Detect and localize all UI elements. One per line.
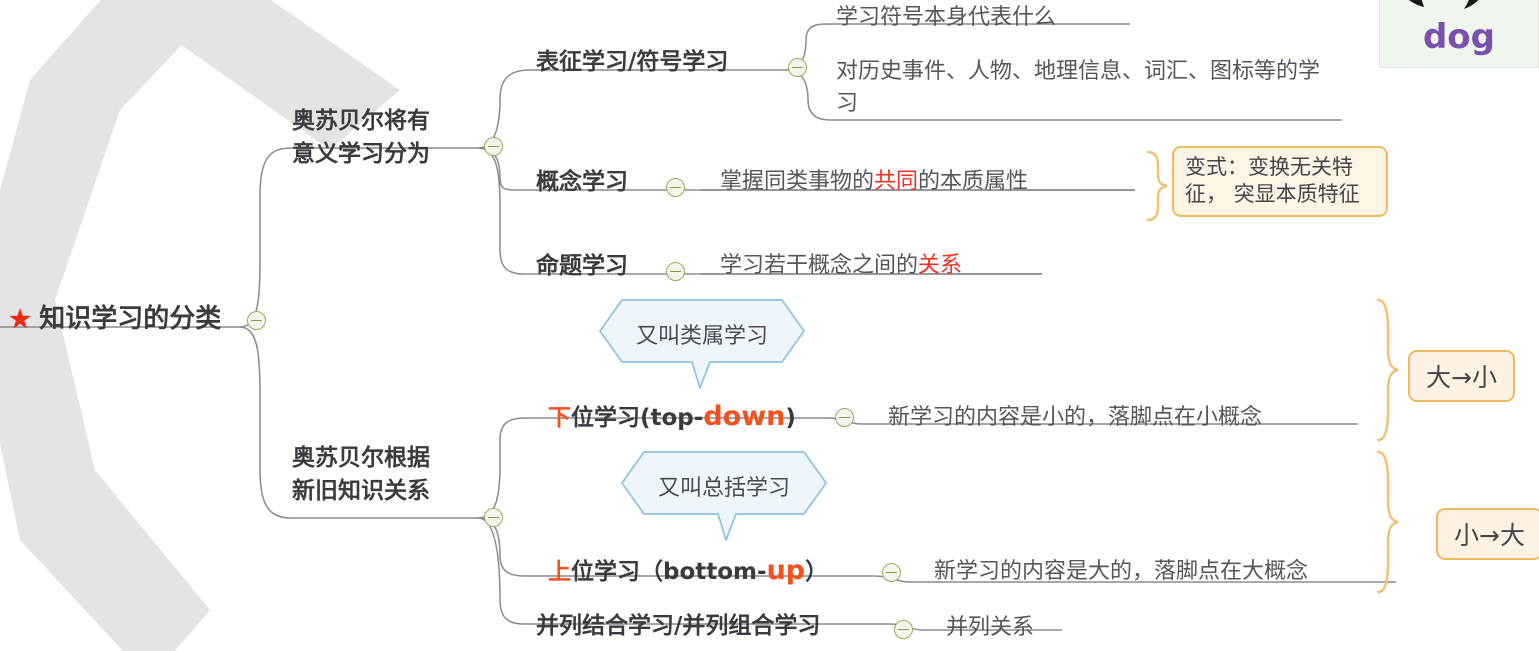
dog-image-word: dog [1422,17,1496,57]
topic-concept-label[interactable]: 概念学习 [536,169,628,195]
dog-image-card[interactable]: dog [1379,0,1539,68]
detail-combinatorial[interactable]: 并列关系 [946,615,1035,640]
detail-concept-pre: 掌握同类事物的 [720,169,875,194]
topic-subordinate-en-big: down [703,401,786,432]
topic-proposition-toggle[interactable] [666,262,685,281]
callout-variation-line1: 变式：变换无关特征， [1185,155,1353,207]
bubble-subordinate-alias[interactable]: 又叫类属学习 [592,298,812,390]
detail-superordinate[interactable]: 新学习的内容是大的，落脚点在大概念 [934,559,1309,584]
branch-2-collapse-toggle[interactable] [484,508,503,527]
topic-proposition-label[interactable]: 命题学习 [536,253,628,279]
topic-concept-toggle[interactable] [666,178,685,197]
topic-subordinate-hl: 下 [548,405,571,431]
topic-superordinate-en-close: ） [805,559,829,585]
branch-label-2-line2: 新旧知识关系 [292,477,430,504]
topic-subordinate-en-close: ) [785,405,796,431]
topic-subordinate-en-open: (top- [640,405,704,431]
detail-proposition-highlight: 关系 [918,253,963,278]
root-node[interactable]: ★ 知识学习的分类 [8,303,221,336]
topic-superordinate-rest: 位学习 [571,559,640,585]
topic-subordinate-rest: 位学习 [571,405,640,431]
topic-subordinate-toggle[interactable] [835,408,854,427]
topic-combinatorial-toggle[interactable] [894,620,913,639]
topic-superordinate-hl: 上 [548,559,571,585]
bubble-subordinate-alias-text: 又叫类属学习 [635,324,768,349]
branch-label-1[interactable]: 奥苏贝尔将有 意义学习分为 [292,105,472,170]
detail-symbol-examples[interactable]: 对历史事件、人物、地理信息、词汇、图标等的学习 [836,59,1321,116]
detail-concept[interactable]: 掌握同类事物的共同的本质属性 [720,168,1028,196]
topic-superordinate-en-big: up [766,555,806,586]
detail-symbol-meaning[interactable]: 学习符号本身代表什么 [836,5,1057,30]
callout-variation-line2: 突显本质特征 [1233,182,1360,207]
detail-concept-highlight: 共同 [874,169,919,194]
tag-big-to-small[interactable]: 大→小 [1408,350,1515,402]
topic-representational-label[interactable]: 表征学习/符号学习 [536,49,729,75]
bubble-superordinate-alias[interactable]: 又叫总括学习 [614,450,834,542]
topic-superordinate-label[interactable]: 上位学习（bottom-up） [548,554,828,589]
topic-representational-toggle[interactable] [788,58,807,77]
detail-proposition-pre: 学习若干概念之间的 [720,253,919,278]
branch-label-2-line1: 奥苏贝尔根据 [292,445,430,471]
root-node-label: 知识学习的分类 [39,304,222,334]
root-collapse-toggle[interactable] [247,311,266,330]
bubble-shape-1 [599,299,805,389]
topic-subordinate-label[interactable]: 下位学习(top-down) [548,400,796,435]
detail-proposition[interactable]: 学习若干概念之间的关系 [720,252,962,280]
branch-label-1-line1: 奥苏贝尔将有 [292,108,430,134]
branch-1-collapse-toggle[interactable] [484,137,503,156]
detail-subordinate[interactable]: 新学习的内容是小的，落脚点在小概念 [888,405,1263,430]
branch-label-1-line2: 意义学习分为 [292,140,430,167]
bubble-superordinate-alias-text: 又叫总括学习 [657,476,790,501]
tag-small-to-big[interactable]: 小→大 [1436,508,1539,560]
branch-label-2[interactable]: 奥苏贝尔根据 新旧知识关系 [292,442,472,507]
callout-variation-note[interactable]: 变式：变换无关特征， 突显本质特征 [1172,146,1388,217]
topic-superordinate-en-open: （bottom- [640,559,767,585]
red-star-icon: ★ [8,304,33,336]
topic-combinatorial-label[interactable]: 并列结合学习/并列组合学习 [536,613,821,639]
topic-superordinate-toggle[interactable] [882,563,901,582]
dog-illustration-icon [1408,0,1479,9]
detail-concept-post: 的本质属性 [918,169,1029,194]
